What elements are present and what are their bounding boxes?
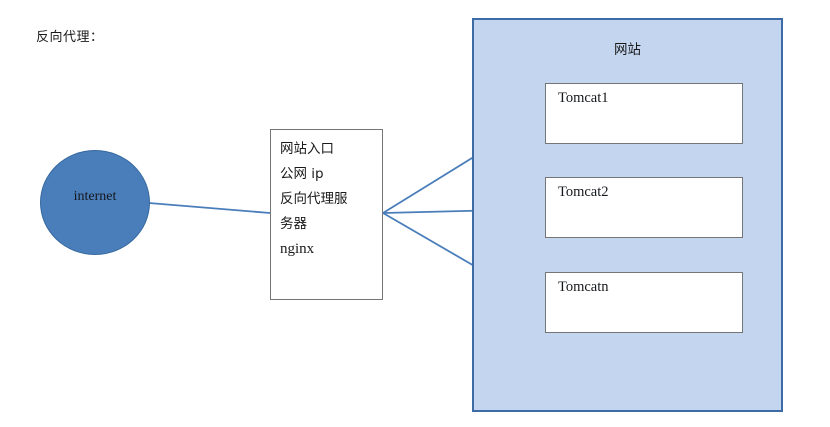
tomcat-server-box[interactable]: Tomcatn: [545, 272, 743, 333]
tomcat-server-label: Tomcat2: [558, 184, 609, 200]
tomcat-server-label: Tomcat1: [558, 90, 609, 106]
internet-node[interactable]: internet: [40, 150, 150, 255]
page-title: 反向代理：: [36, 30, 104, 45]
proxy-line-nginx: nginx: [280, 241, 315, 257]
proxy-line-entry: 网站入口: [280, 141, 334, 157]
proxy-line-public-ip: 公网 ip: [280, 166, 324, 182]
tomcat-server-box[interactable]: Tomcat2: [545, 177, 743, 238]
proxy-line-server-1: 反向代理服: [280, 191, 348, 207]
nginx-reverse-proxy-box[interactable]: 网站入口 公网 ip 反向代理服 务器 nginx: [270, 129, 383, 300]
proxy-line-server-2: 务器: [280, 216, 307, 232]
internet-node-label: internet: [73, 188, 117, 204]
tomcat-server-box[interactable]: Tomcat1: [545, 83, 743, 144]
website-container-label: 网站: [614, 42, 641, 58]
tomcat-server-label: Tomcatn: [558, 279, 609, 295]
internet-to-proxy: [148, 202, 271, 214]
